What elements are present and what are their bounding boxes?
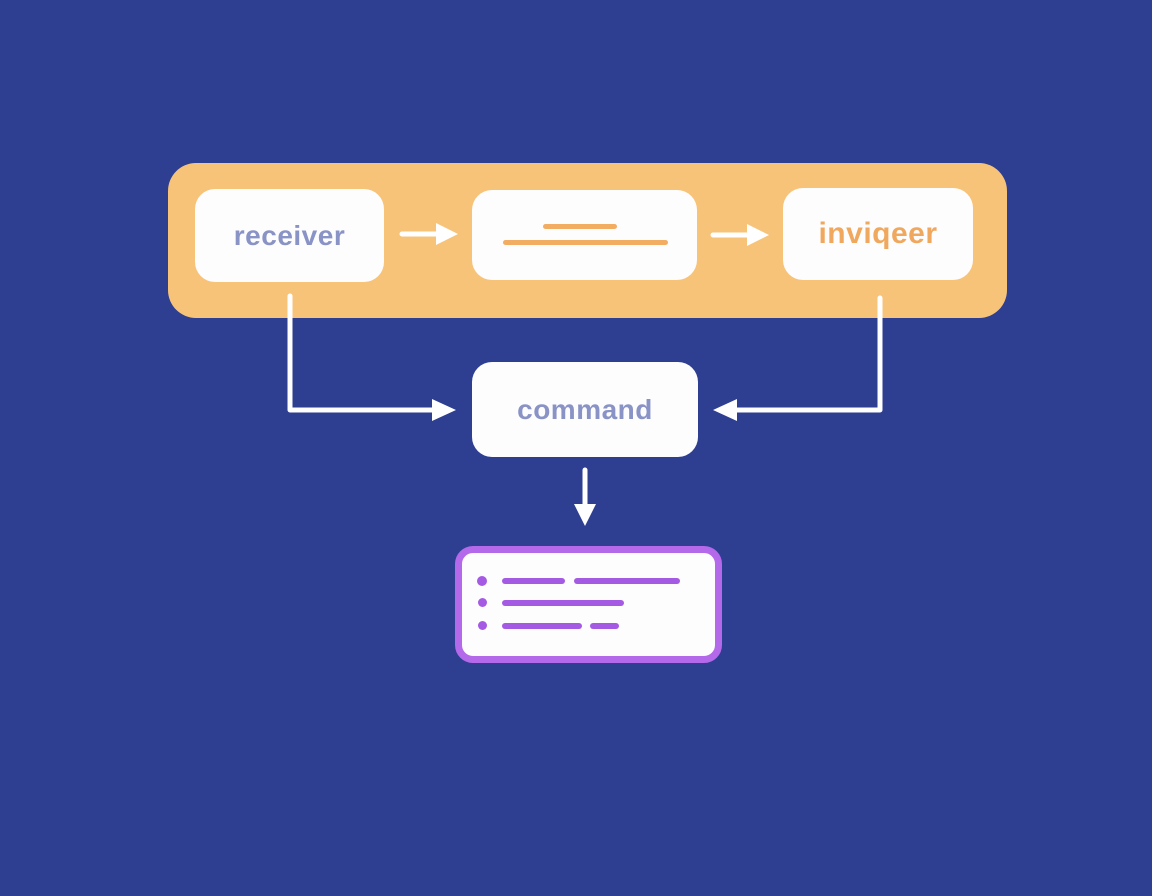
command-label: command (517, 393, 653, 425)
bullet-dot (478, 598, 487, 607)
placeholder-line (543, 224, 617, 229)
bullet-dot (478, 621, 487, 630)
list-line (502, 600, 624, 606)
list-line (590, 623, 619, 629)
invoker-label: inviqeer (818, 217, 938, 250)
placeholder-node (472, 190, 697, 280)
command-list-node (455, 546, 722, 663)
arrow-command-to-list-icon (574, 467, 596, 526)
list-line (502, 578, 565, 584)
command-node: command (472, 362, 698, 457)
receiver-node: receiver (195, 189, 384, 282)
invoker-node: inviqeer (783, 188, 973, 280)
placeholder-line (503, 240, 668, 245)
list-line (574, 578, 680, 584)
bullet-dot (477, 576, 487, 586)
receiver-label: receiver (233, 219, 346, 251)
list-line (502, 623, 582, 629)
